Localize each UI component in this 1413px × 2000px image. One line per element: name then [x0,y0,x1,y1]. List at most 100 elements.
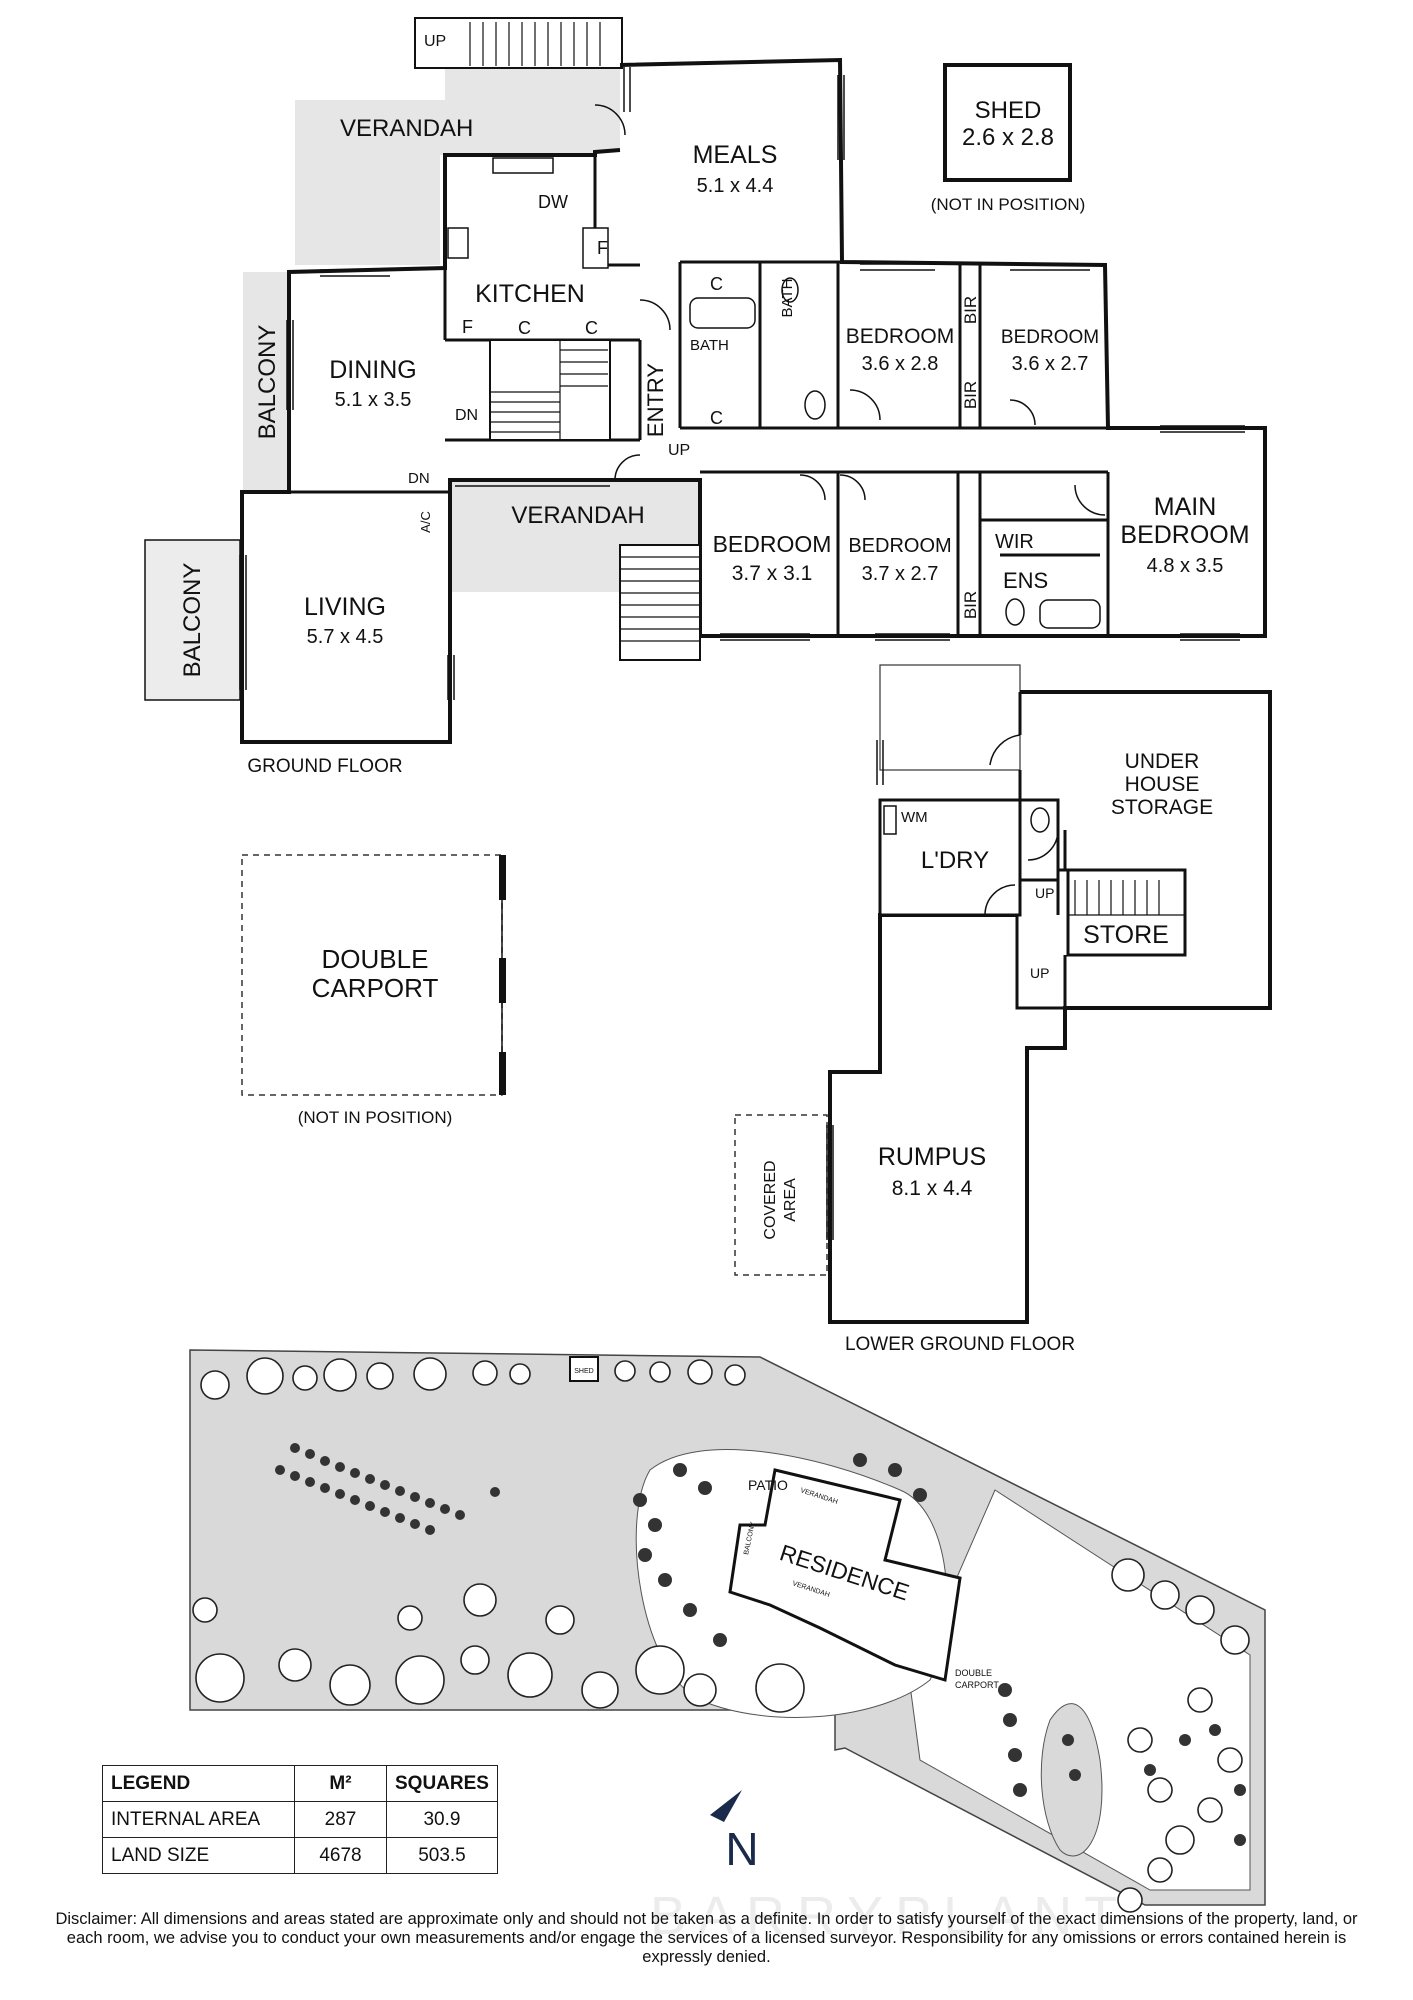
living-dim: 5.7 x 4.5 [307,626,384,648]
up-b-label: UP [1030,965,1049,981]
dining-dim: 5.1 x 3.5 [335,389,412,411]
carport-post-c [499,1052,506,1095]
legend-cell: 30.9 [386,1801,498,1838]
storage-label-2: HOUSE [1125,773,1200,796]
site-carport-label-1: DOUBLE [955,1668,992,1678]
meals-dim: 5.1 x 4.4 [697,175,774,197]
c1-mark: C [518,318,531,338]
carport-label-2: CARPORT [312,973,439,1003]
legend-row: INTERNAL AREA 287 30.9 [102,1801,498,1838]
bir-c-label: BIR [961,591,980,619]
lower-door-swings [984,734,1059,916]
site-shrubs [275,1443,1246,1846]
bedroom-b-label: BEDROOM [1001,327,1099,348]
dn-stairs-mark: DN [455,407,478,424]
main-bedroom-label-2: BEDROOM [1120,521,1249,549]
up-entry-mark: UP [668,442,690,459]
toilet-b [1005,598,1025,626]
covered-label-1: COVERED [762,1160,779,1239]
kitchen-stairs [489,339,611,441]
site-shed-box [569,1356,599,1382]
legend-cell: 4678 [294,1837,387,1874]
kitchen-stairs-treads [490,340,608,440]
residence-footprint [728,1468,962,1682]
legend-header-squares: SQUARES [386,1765,498,1802]
storage-label-1: UNDER [1125,750,1200,773]
up-a-label: UP [1035,885,1054,901]
f1-mark: F [597,238,608,258]
entry-label: ENTRY [643,363,668,437]
ground-floor: VERANDAH MEALS 5.1 x 4.4 KITCHEN DINING … [144,17,1267,777]
main-bedroom-label-1: MAIN [1154,493,1217,521]
laundry-label: L'DRY [921,847,989,874]
bedroom-d-label: BEDROOM [848,535,951,557]
rumpus-dim: 8.1 x 4.4 [892,1177,973,1200]
shed-label: SHED [975,97,1042,124]
shed-box [943,63,1072,182]
verandah-top-area [295,65,620,265]
balcony-left-label: BALCONY [254,325,281,440]
meals-label: MEALS [693,141,778,169]
shed-note: (NOT IN POSITION) [931,195,1086,214]
double-carport: DOUBLE CARPORT (NOT IN POSITION) [241,854,506,1127]
fridge-a [582,227,609,269]
kitchen-sink [492,157,554,174]
shed-dim: 2.6 x 2.8 [962,124,1054,151]
dining-label: DINING [329,356,417,384]
bedroom-d-dim: 3.7 x 2.7 [862,563,939,585]
f2-mark: F [462,317,473,337]
legend-cell: 503.5 [386,1837,498,1874]
lower-stairs-treads [1068,880,1185,916]
bath-a-label: BATH [690,337,729,354]
verandah-mid-label: VERANDAH [511,502,644,529]
verandah-stairs [619,544,701,661]
ground-floor-internal-walls [289,155,1110,636]
watermark: BARRYPLANT [650,1886,1130,1946]
verandah-top-label: VERANDAH [340,115,473,142]
site-patio-label: PATIO [748,1477,788,1493]
ens-label: ENS [1003,568,1048,593]
living-label: LIVING [304,593,386,621]
bedroom-b-dim: 3.6 x 2.7 [1012,353,1089,375]
window-marks [239,67,1245,700]
legend-header: LEGEND [102,1765,295,1802]
kitchen-label: KITCHEN [475,280,585,308]
c3-mark: C [710,274,723,294]
lower-floor-caption: LOWER GROUND FLOOR [845,1334,1075,1355]
up-stairs-mark: UP [424,33,446,50]
c2-mark: C [585,318,598,338]
bath-b-label: BATH [779,279,796,318]
lower-ground-floor: UNDER HOUSE STORAGE WM L'DRY UP UP STORE… [734,664,1272,1355]
shed: SHED 2.6 x 2.8 (NOT IN POSITION) [931,63,1086,214]
storage-label-3: STORAGE [1111,796,1213,819]
rumpus-label: RUMPUS [878,1143,986,1171]
bedroom-a-label: BEDROOM [846,325,955,348]
wm-label: WM [901,809,928,826]
c4-mark: C [710,408,723,428]
site-trees [192,1357,1250,1913]
laundry-toilet [1030,807,1050,833]
legend-cell: LAND SIZE [102,1837,295,1874]
balcony-living-label: BALCONY [179,563,206,678]
site-plan: SHED PATIO RESIDENCE VERANDAH VERANDAH B… [189,1349,1266,1913]
bath-tub-b [1039,599,1101,629]
bedroom-a-dim: 3.6 x 2.8 [862,353,939,375]
legend-table: LEGEND M² SQUARES INTERNAL AREA 287 30.9… [102,1765,498,1874]
lower-open-area [879,664,1021,771]
door-swings [594,104,1106,516]
site-shed-label: SHED [574,1368,593,1375]
verandah-stairs-treads [620,556,700,642]
bedroom-c-label: BEDROOM [713,531,832,557]
laundry-room [878,798,1022,917]
store-label: STORE [1083,921,1169,949]
wir-label: WIR [995,531,1034,553]
balcony-left-area [243,272,291,492]
ac-mark: A/C [418,511,433,533]
legend-cell: INTERNAL AREA [102,1801,295,1838]
carport-post-a [499,855,506,900]
main-bedroom-dim: 4.8 x 3.5 [1147,555,1224,577]
legend-header-row: LEGEND M² SQUARES [102,1765,498,1802]
legend-cell: 287 [294,1801,387,1838]
top-stairs-treads [469,22,601,66]
